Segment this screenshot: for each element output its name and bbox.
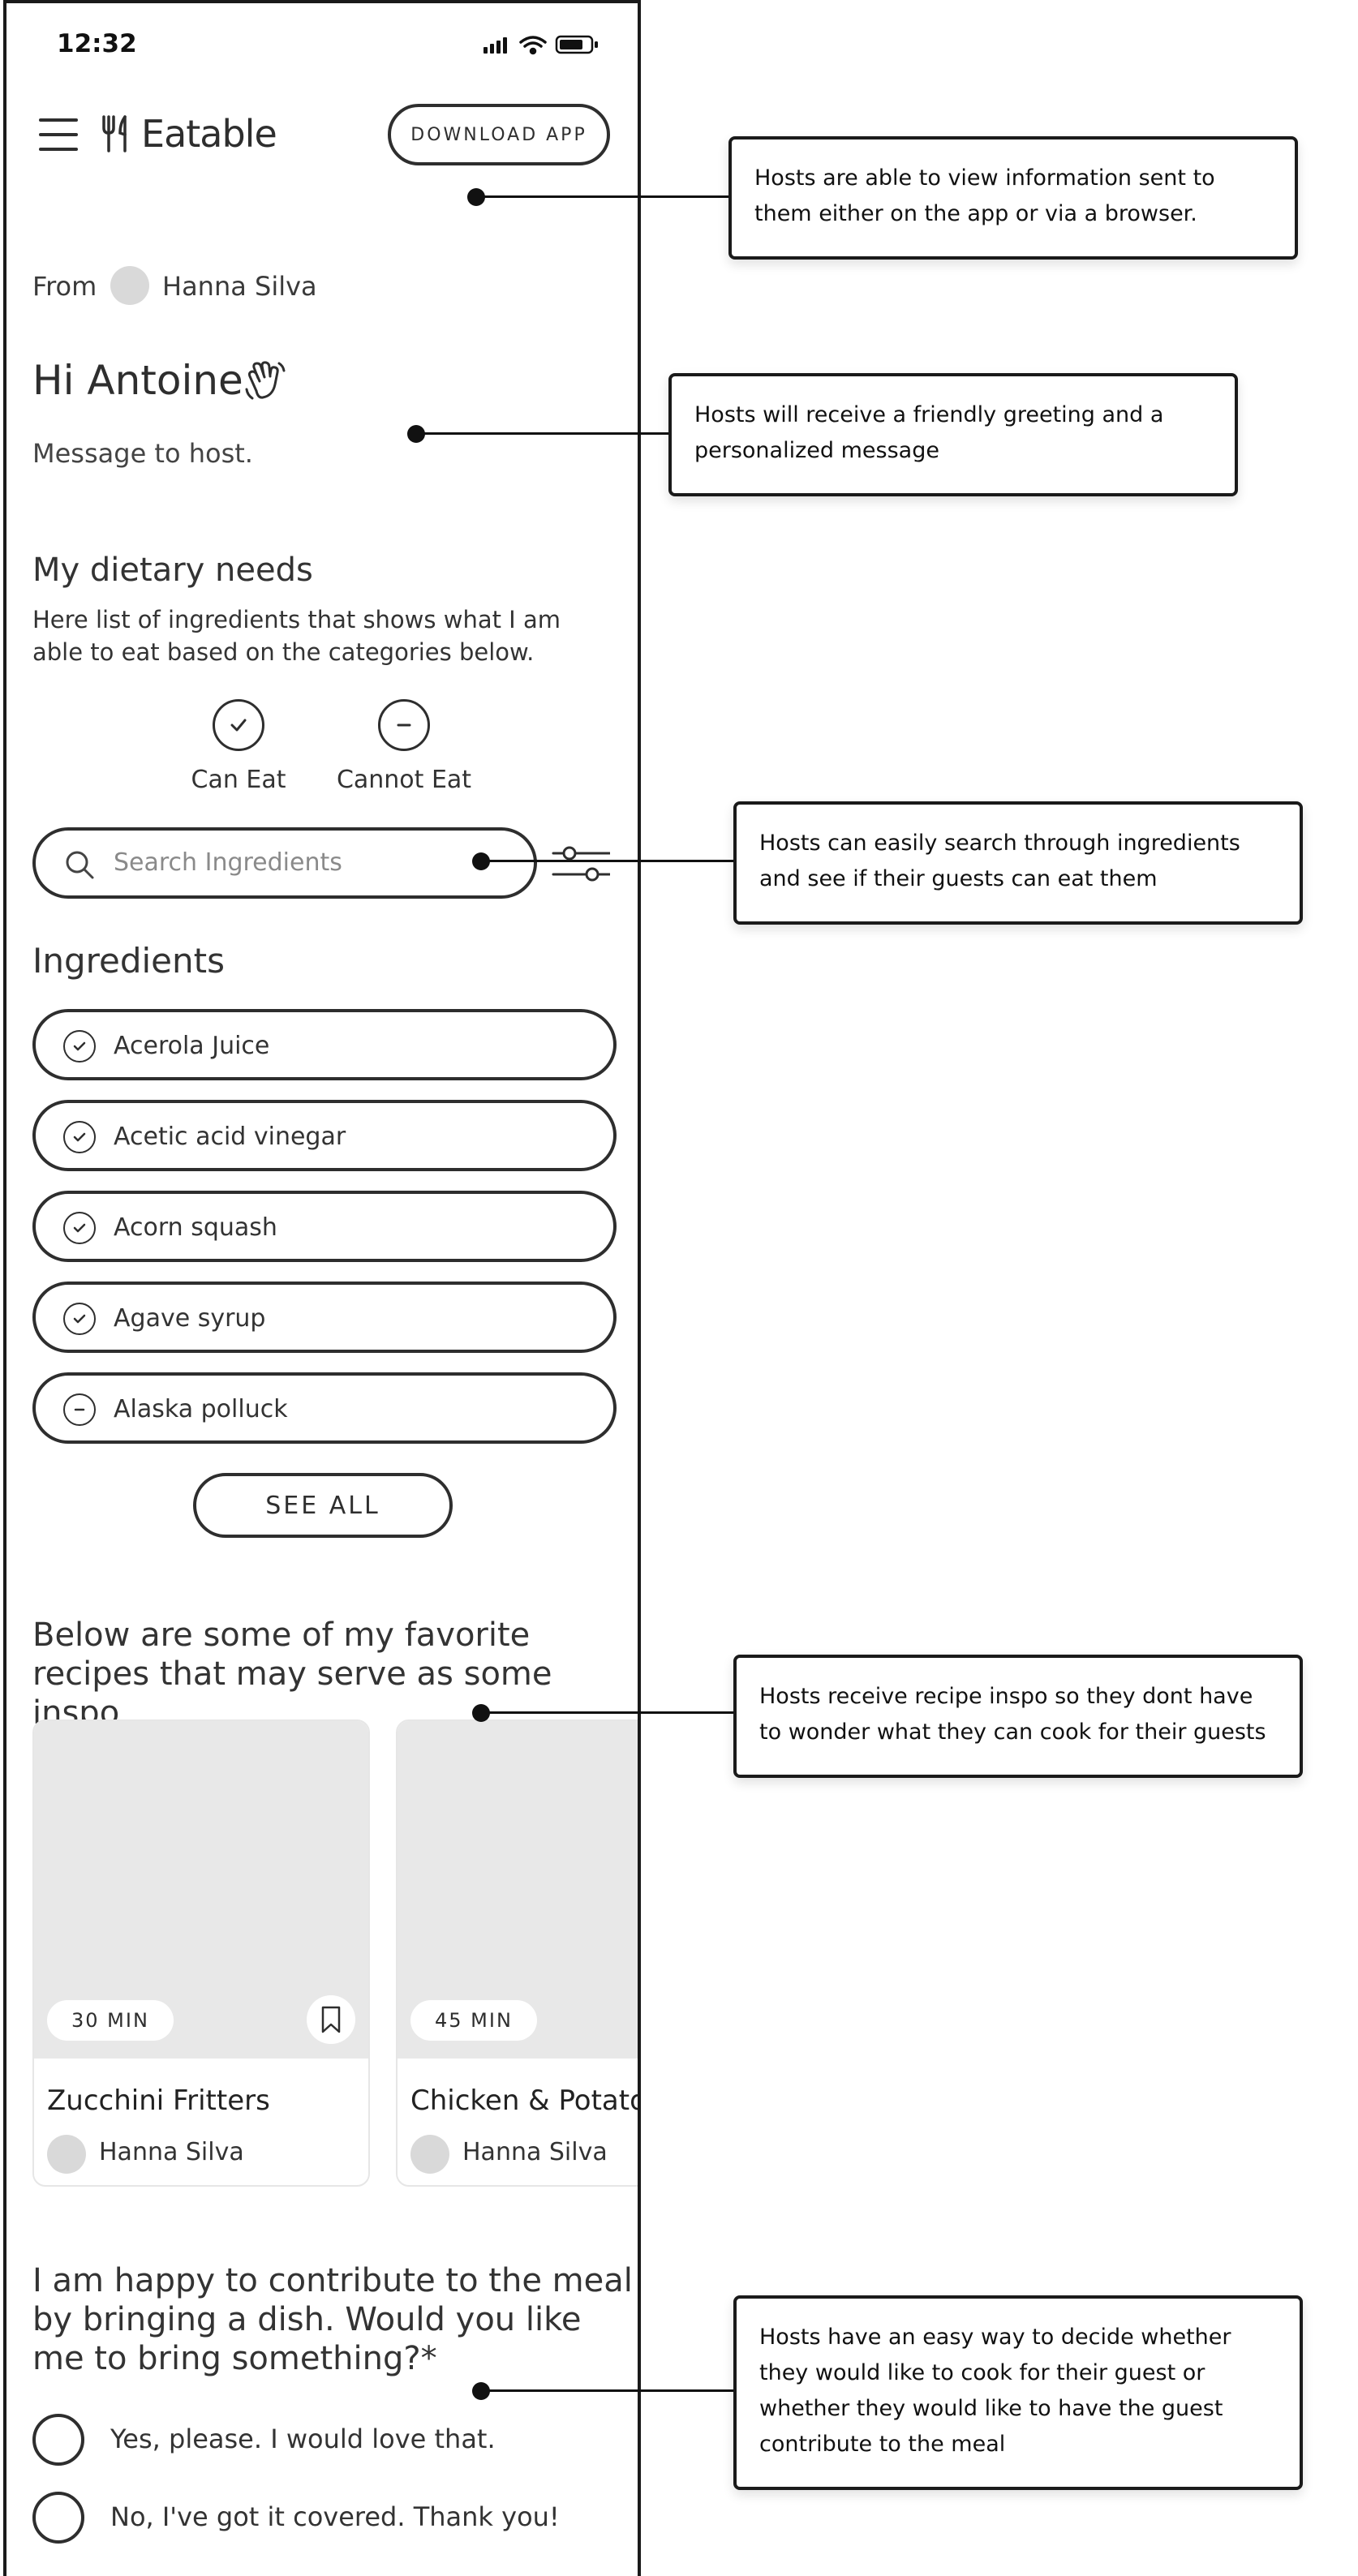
annotation-connector — [481, 860, 736, 862]
ingredients-heading: Ingredients — [32, 941, 225, 981]
recipe-author: Hanna Silva — [462, 2138, 608, 2166]
download-app-button[interactable]: DOWNLOAD APP — [388, 104, 610, 165]
ingredient-item[interactable]: Alaska polluck — [32, 1372, 617, 1444]
ingredient-label: Agave syrup — [114, 1304, 266, 1333]
annotation-recipes: Hosts receive recipe inspo so they dont … — [733, 1655, 1303, 1778]
author-avatar — [410, 2135, 449, 2174]
status-icons — [483, 35, 598, 55]
from-label: From — [32, 271, 97, 302]
check-icon — [63, 1121, 96, 1153]
dietary-heading: My dietary needs — [32, 552, 313, 589]
ingredient-item[interactable]: Agave syrup — [32, 1282, 617, 1353]
annotation-view-info: Hosts are able to view information sent … — [728, 136, 1298, 260]
phone-frame — [3, 0, 641, 2576]
annotation-connector — [481, 2389, 736, 2392]
see-all-button[interactable]: SEE ALL — [193, 1473, 453, 1538]
search-icon — [66, 851, 94, 879]
ingredient-item[interactable]: Acerola Juice — [32, 1009, 617, 1080]
ingredient-item[interactable]: Acetic acid vinegar — [32, 1100, 617, 1171]
contribution-question: I am happy to contribute to the meal by … — [32, 2262, 633, 2377]
recipe-card[interactable]: 30 MIN Zucchini Fritters Hanna Silva — [32, 1719, 370, 2187]
radio-yes[interactable] — [32, 2414, 84, 2466]
check-icon — [213, 699, 264, 751]
search-input[interactable]: Search Ingredients — [114, 848, 342, 877]
status-time: 12:32 — [57, 29, 137, 58]
recipe-title: Zucchini Fritters — [47, 2084, 270, 2117]
recipe-author: Hanna Silva — [99, 2138, 244, 2166]
annotation-connector — [416, 432, 671, 435]
ingredient-label: Acorn squash — [114, 1213, 277, 1242]
author-avatar — [47, 2135, 86, 2174]
legend-can-eat-label: Can Eat — [191, 766, 286, 794]
radio-no-label[interactable]: No, I've got it covered. Thank you! — [110, 2501, 560, 2532]
legend-cannot-eat-label: Cannot Eat — [336, 766, 472, 794]
recipe-time-badge: 30 MIN — [47, 2000, 174, 2041]
sender-avatar — [110, 266, 149, 305]
menu-icon[interactable] — [39, 118, 80, 151]
annotation-connector — [481, 1711, 736, 1714]
battery-icon — [555, 35, 598, 54]
ingredient-item[interactable]: Acorn squash — [32, 1191, 617, 1262]
ingredient-label: Acerola Juice — [114, 1032, 270, 1060]
ingredient-search-field[interactable]: Search Ingredients — [32, 827, 537, 899]
greeting-title: Hi Antoine — [32, 357, 243, 404]
check-icon — [63, 1212, 96, 1244]
bookmark-icon[interactable] — [307, 1995, 355, 2044]
minus-icon — [63, 1393, 96, 1426]
sender-name: Hanna Silva — [162, 271, 317, 302]
waving-hand-icon — [245, 361, 286, 400]
radio-yes-label[interactable]: Yes, please. I would love that. — [110, 2424, 496, 2454]
check-icon — [63, 1303, 96, 1335]
wifi-icon — [519, 36, 547, 55]
ingredient-label: Alaska polluck — [114, 1395, 288, 1423]
check-icon — [63, 1030, 96, 1063]
recipe-card[interactable]: 45 MIN Chicken & Potatoes Hanna Silva — [396, 1719, 638, 2187]
recipe-title: Chicken & Potatoes — [410, 2084, 638, 2117]
annotation-connector — [476, 195, 730, 198]
annotation-search: Hosts can easily search through ingredie… — [733, 801, 1303, 925]
signal-icon — [483, 37, 507, 54]
dietary-description: Here list of ingredients that shows what… — [32, 606, 561, 666]
recipe-carousel-clip: 45 MIN Chicken & Potatoes Hanna Silva — [396, 1719, 638, 2190]
fork-knife-icon — [102, 115, 127, 152]
host-message: Message to host. — [32, 438, 253, 469]
recipe-time-badge: 45 MIN — [410, 2000, 537, 2041]
radio-no[interactable] — [32, 2492, 84, 2544]
ingredient-label: Acetic acid vinegar — [114, 1123, 346, 1151]
filter-sliders-icon[interactable] — [552, 842, 610, 886]
annotation-greeting: Hosts will receive a friendly greeting a… — [668, 373, 1238, 496]
brand-logo[interactable]: Eatable — [141, 112, 277, 156]
recipes-heading: Below are some of my favorite recipes th… — [32, 1616, 552, 1732]
minus-icon — [378, 699, 430, 751]
annotation-contribution: Hosts have an easy way to decide whether… — [733, 2295, 1303, 2490]
